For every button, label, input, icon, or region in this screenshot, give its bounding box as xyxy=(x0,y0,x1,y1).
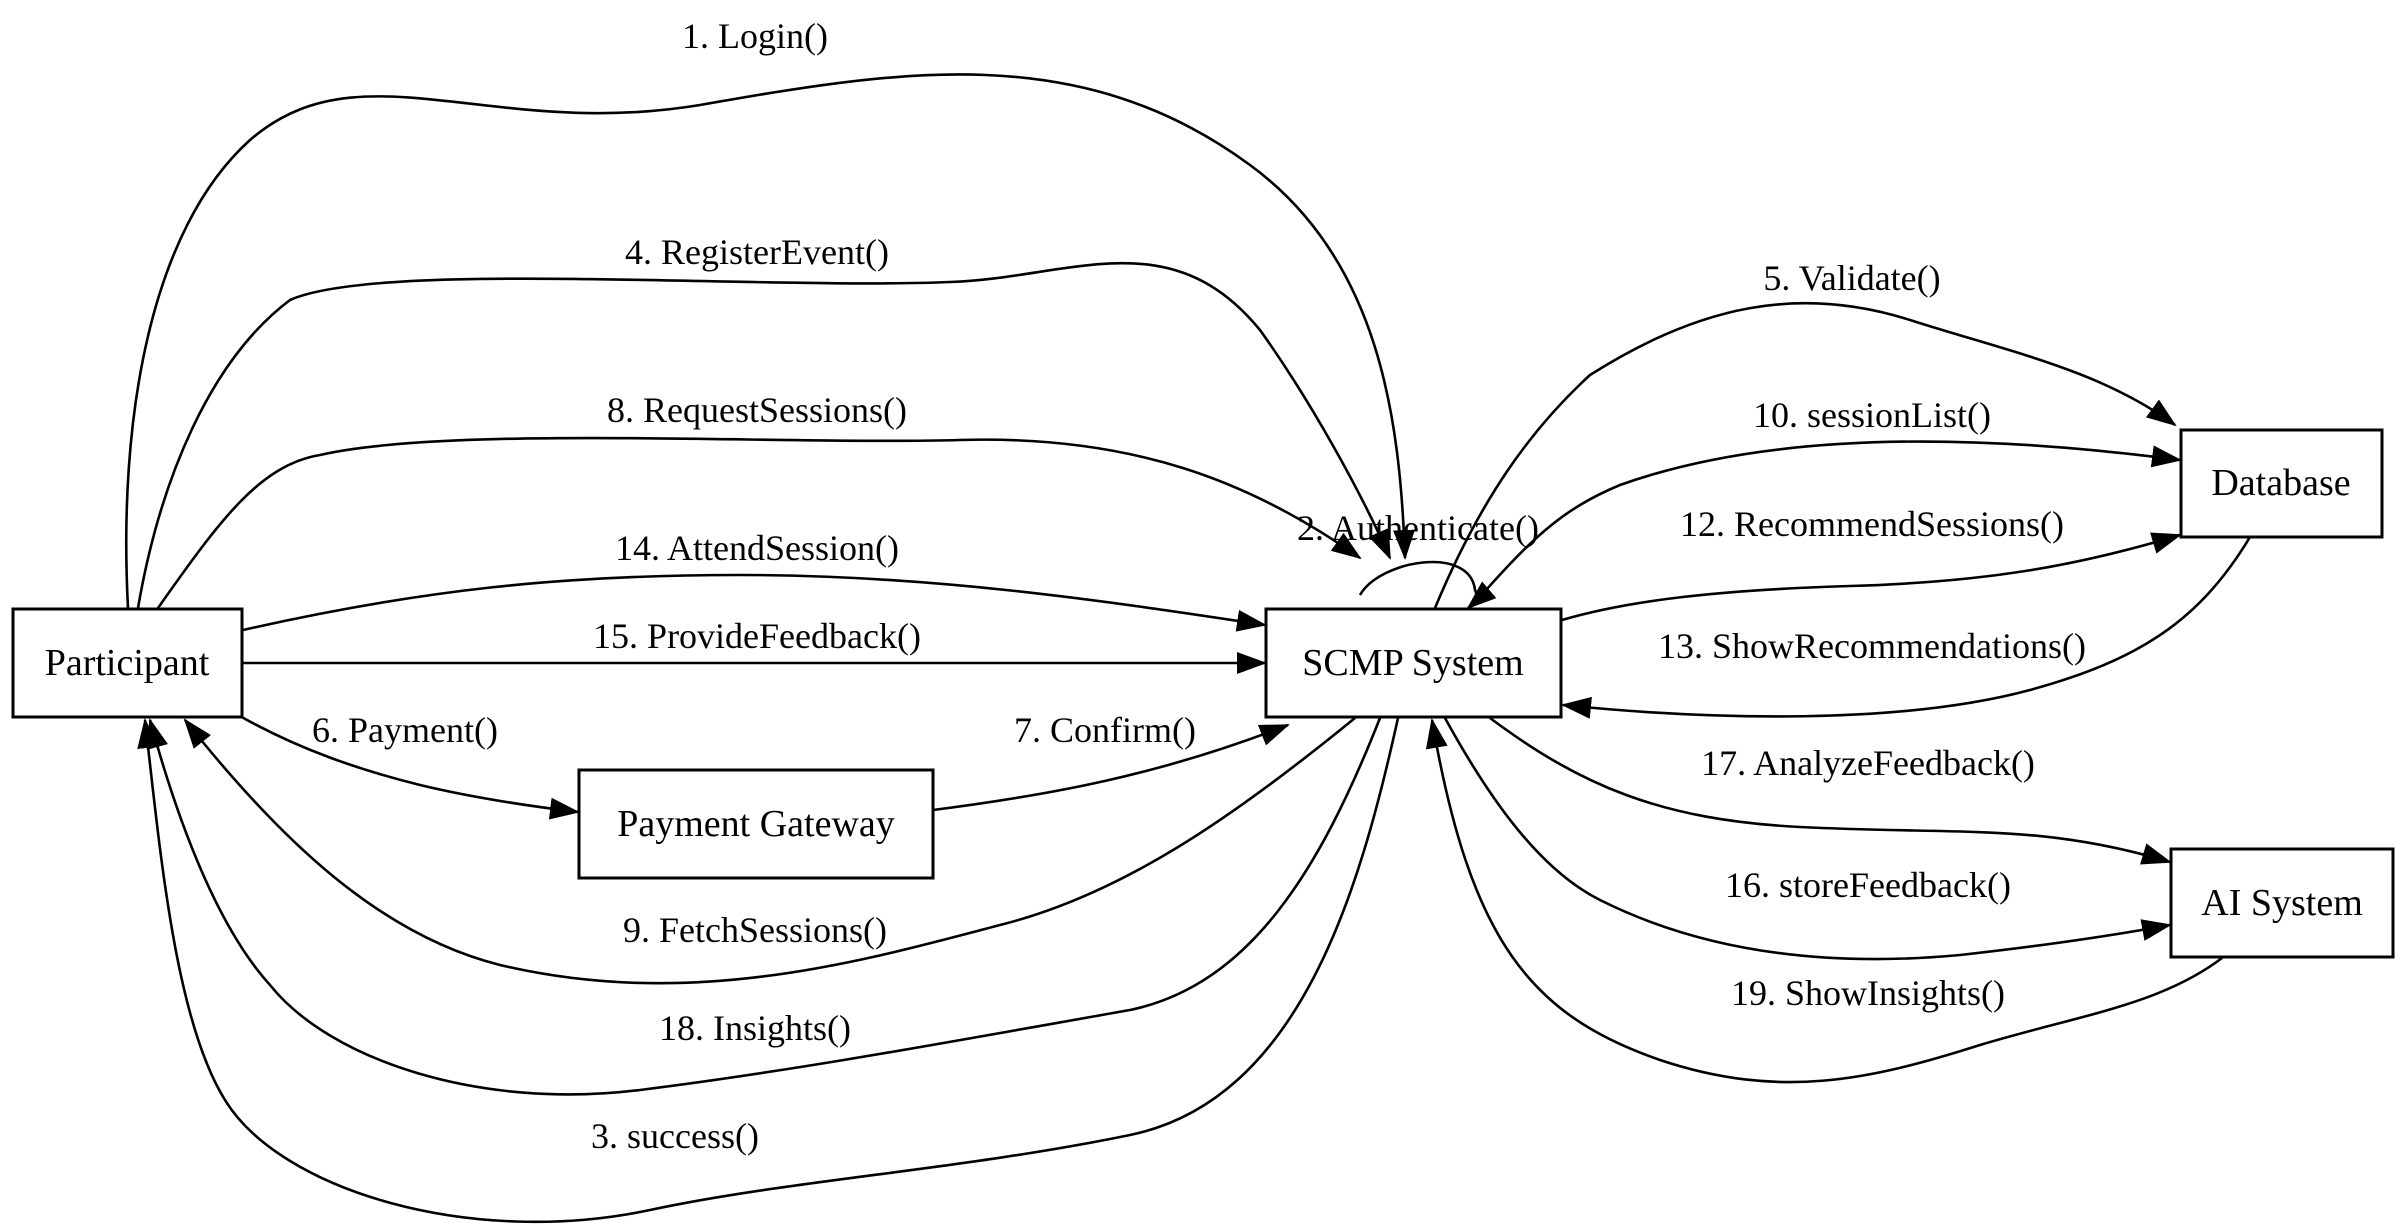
node-ai-system: AI System xyxy=(2169,847,2395,959)
label-validate: 5. Validate() xyxy=(1763,258,1940,298)
node-payment-gateway: Payment Gateway xyxy=(577,768,935,880)
edge-payment xyxy=(237,713,580,820)
edge-validate xyxy=(1433,301,2177,609)
edge-show-recommendations xyxy=(1561,536,2252,719)
label-provide-feedback: 15. ProvideFeedback() xyxy=(593,616,921,656)
node-ai-system-label: AI System xyxy=(2201,882,2363,924)
label-recommend-sessions: 12. RecommendSessions() xyxy=(1680,504,2064,544)
node-participant-label: Participant xyxy=(45,642,210,684)
node-database-label: Database xyxy=(2211,462,2350,504)
edge-authenticate xyxy=(1358,560,1497,610)
edge-labels: 1. Login() 2. Authenticate() 3. success(… xyxy=(312,16,2086,1156)
label-authenticate: 2. Authenticate() xyxy=(1297,508,1539,548)
label-show-insights: 19. ShowInsights() xyxy=(1731,973,2005,1013)
label-show-recommendations: 13. ShowRecommendations() xyxy=(1658,626,2086,666)
edge-insights xyxy=(146,717,1382,1096)
edge-register-event xyxy=(136,261,1392,609)
node-scmp-system: SCMP System xyxy=(1264,607,1563,719)
edge-store-feedback xyxy=(1443,717,2172,961)
label-attend-session: 14. AttendSession() xyxy=(615,528,899,568)
label-analyze-feedback: 17. AnalyzeFeedback() xyxy=(1701,743,2035,783)
label-request-sessions: 8. RequestSessions() xyxy=(607,390,907,430)
edge-request-sessions xyxy=(156,436,1362,609)
edge-confirm xyxy=(932,723,1290,812)
node-participant: Participant xyxy=(11,607,244,719)
edge-analyze-feedback xyxy=(1489,716,2172,865)
edges xyxy=(124,73,2252,1224)
label-register-event: 4. RegisterEvent() xyxy=(625,232,889,272)
label-confirm: 7. Confirm() xyxy=(1014,710,1196,750)
edge-show-insights xyxy=(1425,718,2223,1084)
label-payment: 6. Payment() xyxy=(312,710,498,750)
label-session-list: 10. sessionList() xyxy=(1753,395,1991,435)
node-payment-gateway-label: Payment Gateway xyxy=(617,803,895,845)
label-insights: 18. Insights() xyxy=(659,1008,851,1048)
edge-recommend-sessions xyxy=(1561,532,2182,622)
node-database: Database xyxy=(2179,428,2384,539)
edge-login xyxy=(124,73,1415,609)
edge-attend-session xyxy=(242,573,1267,632)
label-login: 1. Login() xyxy=(682,16,828,56)
label-fetch-sessions: 9. FetchSessions() xyxy=(623,910,887,950)
edge-success xyxy=(137,717,1400,1224)
edge-session-list xyxy=(1469,440,2182,609)
node-scmp-system-label: SCMP System xyxy=(1302,642,1523,684)
edge-fetch-sessions xyxy=(183,716,1356,985)
label-success: 3. success() xyxy=(591,1116,759,1156)
label-store-feedback: 16. storeFeedback() xyxy=(1725,865,2011,905)
